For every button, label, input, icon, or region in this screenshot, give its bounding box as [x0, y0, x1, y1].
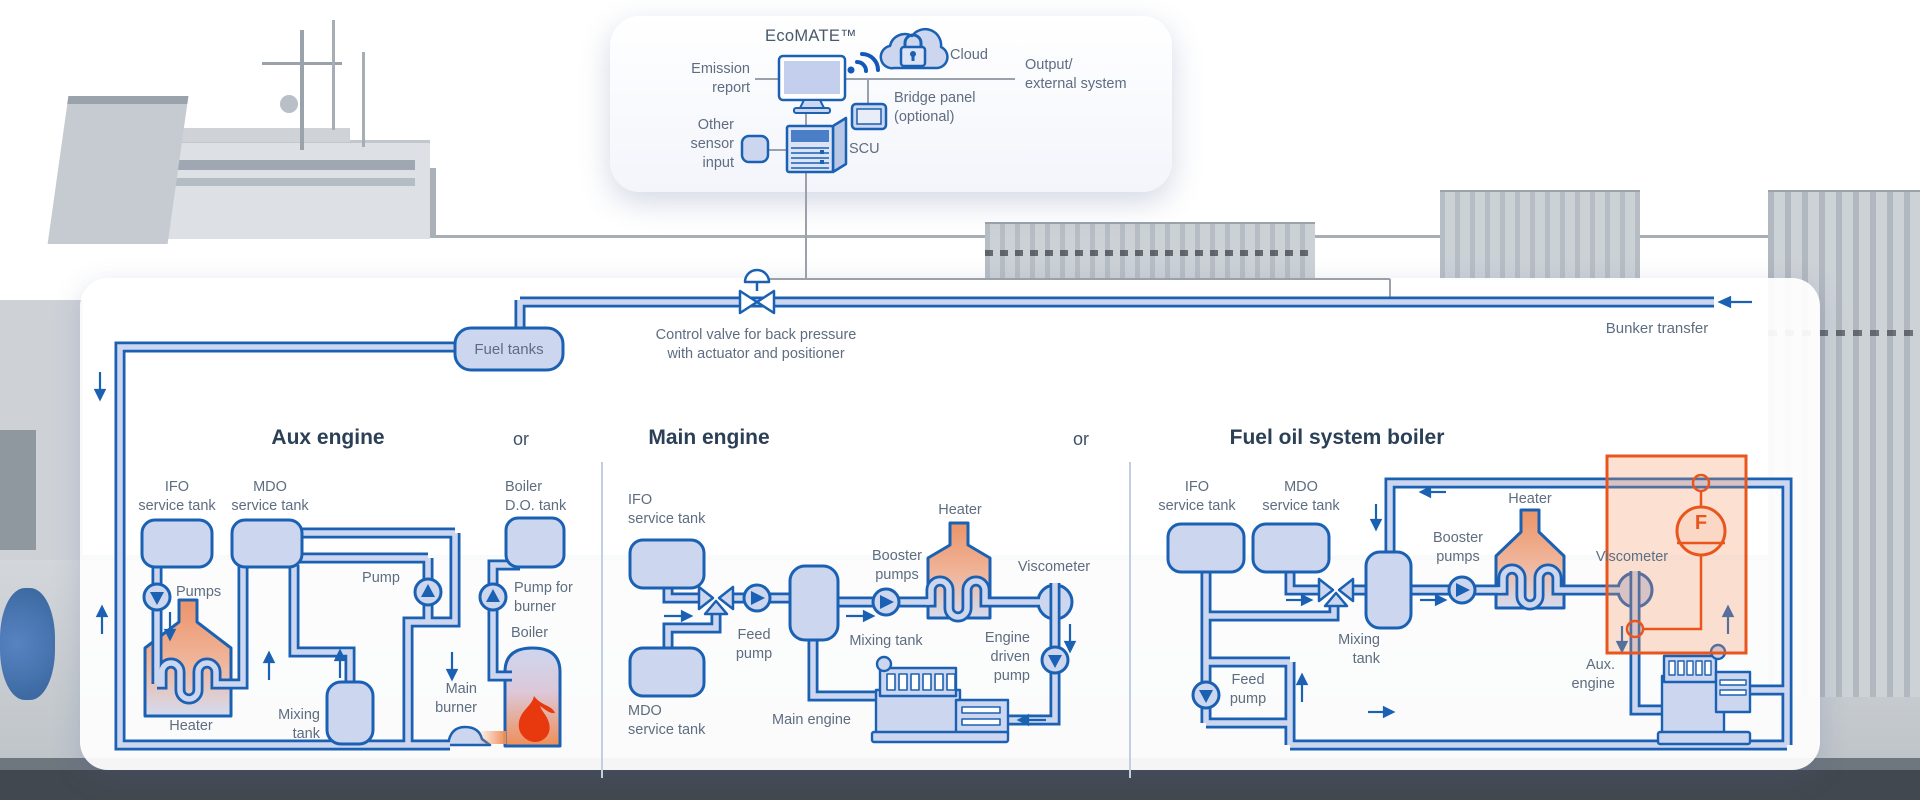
- radar-dome: [280, 95, 298, 113]
- boiler-ifo-tank: [1166, 522, 1246, 574]
- fuel-oil-system-boiler-header: Fuel oil system boiler: [1229, 426, 1445, 449]
- other-sensor-label: Other sensor input: [690, 117, 734, 171]
- scu-icon: [785, 116, 848, 174]
- ecomate-title: EcoMATE™: [765, 27, 857, 45]
- aux-mixing-tank-label: Mixing tank: [278, 707, 320, 742]
- main-feed-pump-label: Feed pump: [735, 627, 773, 662]
- boiler-flame: [518, 696, 555, 742]
- aux-engine-header: Aux engine: [271, 426, 385, 449]
- control-valve-label: Control valve for back pressure with act…: [655, 327, 857, 362]
- propeller: [0, 588, 55, 700]
- tanks: [140, 326, 1413, 746]
- valves: [697, 268, 1355, 616]
- main-ifo-tank: [628, 538, 706, 590]
- boiler-mdo-label: MDO service tank: [1262, 479, 1340, 514]
- aux-pumps-label: Pumps: [176, 584, 222, 600]
- main-burner-label: Main burner: [435, 681, 477, 716]
- main-mdo-label: MDO service tank: [628, 703, 706, 738]
- main-booster-pumps-label: Booster pumps: [872, 548, 922, 583]
- flow-meter-highlight: [1605, 454, 1748, 655]
- main-engine-header: Main engine: [648, 426, 770, 449]
- boiler-do-tank-label: Boiler D.O. tank: [505, 479, 567, 514]
- aux-engine-block: [1656, 643, 1752, 746]
- boiler-heater-label: Heater: [1508, 491, 1552, 507]
- engine-driven-pump-label: Engine driven pump: [984, 630, 1030, 684]
- section-dividers: [601, 462, 1131, 778]
- main-mixing-tank: [788, 564, 840, 642]
- aux-ifo-tank: [140, 518, 214, 569]
- aux-mdo-label: MDO service tank: [231, 479, 309, 514]
- emission-report-label: Emission report: [691, 61, 750, 96]
- containers-aft: [1440, 190, 1640, 280]
- bunker-transfer-label: Bunker transfer: [1605, 320, 1709, 337]
- boiler-do-tank: [504, 516, 566, 569]
- main-three-way-valve: [697, 585, 735, 616]
- boiler-mixing-tank: [1364, 550, 1413, 630]
- main-viscometer-label: Viscometer: [1017, 559, 1091, 575]
- main-mdo-tank: [628, 646, 706, 698]
- main-mast: [300, 30, 304, 150]
- cloud-icon: [879, 27, 949, 70]
- fuel-tanks-tank: [453, 326, 565, 372]
- hull-opening: [0, 430, 36, 550]
- or-1: or: [512, 429, 530, 449]
- aux-engine-small-label: Aux. engine: [1571, 657, 1615, 692]
- boiler-viscometer-label: Viscometer: [1595, 549, 1669, 565]
- deck-line: [150, 235, 1790, 238]
- cloud-label: Cloud: [950, 47, 988, 63]
- boiler-three-way-valve: [1317, 577, 1355, 608]
- boiler-feed-pump-label: Feed pump: [1229, 672, 1267, 707]
- aux-ifo-label: IFO service tank: [138, 479, 216, 514]
- top-panel-icons: [740, 27, 949, 174]
- fuel-tanks-label: Fuel tanks: [474, 341, 544, 358]
- burner-glow: [478, 731, 506, 744]
- containers-right-dashes: [1768, 330, 1920, 336]
- bridge-windows-2: [95, 178, 415, 186]
- sensor-input-icon: [740, 134, 770, 164]
- containers-mid-dashes: [985, 250, 1315, 256]
- aux-pump-label: Pump: [362, 570, 400, 586]
- main-ifo-label: IFO service tank: [628, 492, 706, 527]
- crane-post: [430, 168, 436, 236]
- main-mixing-tank-label: Mixing tank: [849, 633, 923, 649]
- antenna: [332, 20, 335, 130]
- antenna-2: [362, 52, 365, 147]
- boiler-mdo-tank: [1251, 522, 1331, 574]
- or-2: or: [1072, 429, 1090, 449]
- boiler-booster-pumps-label: Booster pumps: [1433, 530, 1483, 565]
- bridge-roof: [130, 128, 350, 142]
- bridge-panel-icon: [850, 102, 888, 131]
- flow-meter-letter: F: [1694, 512, 1708, 534]
- boiler-mixing-tank-label: Mixing tank: [1338, 632, 1380, 667]
- wifi-icon: [847, 52, 880, 74]
- mast-crossbar: [262, 62, 342, 65]
- boiler-label: Boiler: [511, 625, 549, 641]
- main-heater-label: Heater: [938, 502, 982, 518]
- bridge-windows: [95, 160, 415, 170]
- pump-for-burner-label: Pump for burner: [514, 580, 573, 615]
- boiler-heater-body: [1494, 508, 1566, 610]
- monitor-icon: [777, 54, 847, 114]
- output-external-label: Output/ external system: [1025, 57, 1127, 92]
- boiler-ifo-label: IFO serv­ice tank: [1158, 479, 1236, 514]
- highlight-box: [1605, 454, 1748, 655]
- aux-mixing-tank: [325, 680, 375, 746]
- pumps: [142, 575, 1477, 710]
- flow-arrows: [93, 295, 1752, 727]
- aux-mdo-tank: [230, 518, 304, 569]
- scu-label: SCU: [849, 141, 880, 157]
- aux-heater-label: Heater: [169, 718, 213, 734]
- main-engine-label: Main engine: [772, 712, 851, 728]
- bridge-panel-label: Bridge panel (optional): [894, 90, 976, 125]
- control-valve: [738, 268, 776, 315]
- main-engine-block: [870, 655, 1010, 744]
- lock-icon: [899, 33, 927, 68]
- sea-band: [0, 770, 1920, 800]
